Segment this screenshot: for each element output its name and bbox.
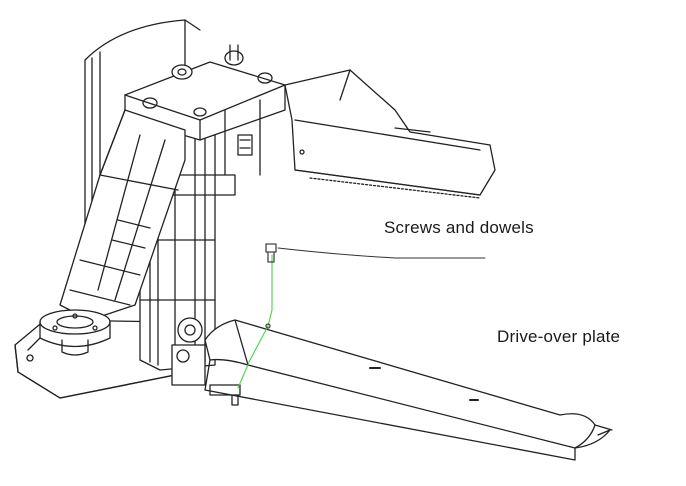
drive-over-plate-label: Drive-over plate <box>497 327 621 346</box>
screw-highlight <box>237 243 277 389</box>
lower-mechanism <box>171 317 241 406</box>
carriage-block <box>124 44 286 176</box>
upper-arm <box>284 69 496 199</box>
screws-and-dowels-label: Screws and dowels <box>384 218 534 237</box>
drive-over-plate-shape <box>204 319 613 461</box>
diagonal-arm <box>59 109 186 321</box>
screws-leader-line <box>277 247 486 259</box>
lift-pad <box>39 309 111 356</box>
